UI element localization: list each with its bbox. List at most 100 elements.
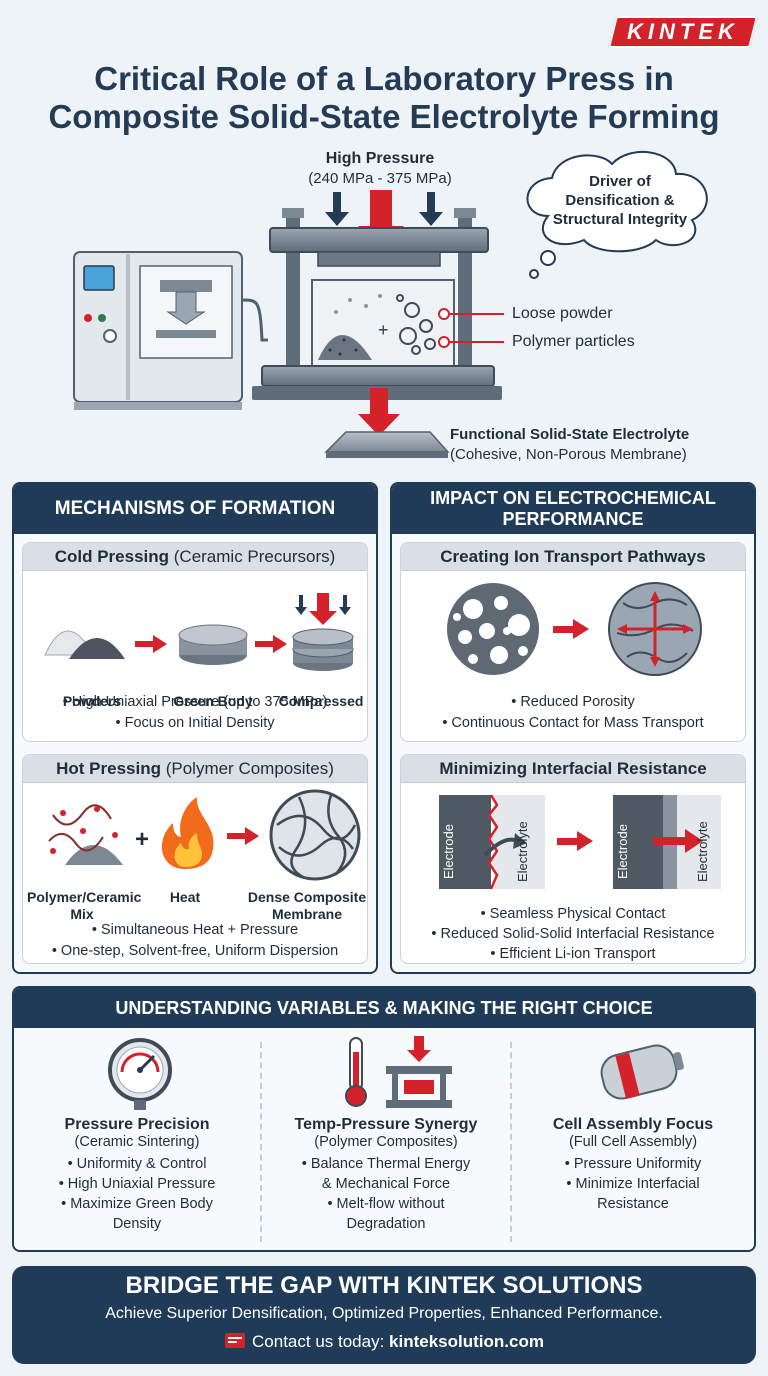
pressure-gauge-icon <box>108 1038 172 1110</box>
column-subtitle: (Polymer Composites) <box>314 1134 458 1150</box>
bullet: • High Uniaxial Pressure (up to 375 MPa) <box>62 694 328 710</box>
electrode-label-after: Electrode <box>615 824 630 880</box>
column-cell-assembly-focus: Cell Assembly Focus (Full Cell Assembly)… <box>518 1116 748 1214</box>
title-line-2: Composite Solid-State Electrolyte Formin… <box>48 98 720 135</box>
ion-transport-bullets: • Reduced Porosity • Continuous Contact … <box>400 692 746 734</box>
cold-pressing-bullets: • High Uniaxial Pressure (up to 375 MPa)… <box>22 692 368 734</box>
bullet: • Minimize Interfacial <box>566 1176 700 1192</box>
cold-pressing-card: Cold Pressing (Ceramic Precursors) <box>22 542 368 742</box>
label-compressed: Compressed <box>278 693 364 709</box>
label-heat: Heat <box>169 889 201 905</box>
interfacial-resistance-title: Minimizing Interfacial Resistance <box>401 755 745 783</box>
green-body-icon <box>178 624 248 665</box>
dense-membrane-icon <box>269 789 361 881</box>
hot-pressing-title: Hot Pressing (Polymer Composites) <box>23 755 367 783</box>
compressed-stack-icon <box>292 593 354 671</box>
arrow-right-icon <box>557 831 593 851</box>
arrow-right-icon <box>135 635 167 653</box>
bullet: • Seamless Physical Contact <box>480 906 666 922</box>
bullet: & Mechanical Force <box>321 1176 451 1192</box>
mechanisms-header: MECHANISMS OF FORMATION <box>14 484 376 534</box>
column-temp-pressure-synergy: Temp-Pressure Synergy (Polymer Composite… <box>268 1116 504 1234</box>
column-title: Pressure Precision <box>64 1116 210 1133</box>
cold-pressing-title: Cold Pressing (Ceramic Precursors) <box>23 543 367 571</box>
contact-link[interactable]: kinteksolution.com <box>389 1332 544 1351</box>
bullet: Degradation <box>346 1216 426 1232</box>
contact-prefix: Contact us today: <box>252 1332 390 1351</box>
bullet: • Efficient Li-ion Transport <box>490 946 656 962</box>
footer-banner <box>12 1266 756 1364</box>
cloud-line-3: Structural Integrity <box>552 211 688 228</box>
variables-panel: UNDERSTANDING VARIABLES & MAKING THE RIG… <box>12 986 756 1252</box>
porous-structure-icon <box>447 583 539 675</box>
interface-diagram <box>439 794 721 890</box>
cloud-text: Driver of Densification & Structural Int… <box>540 172 700 229</box>
mechanisms-panel: MECHANISMS OF FORMATION Cold Pressing (C… <box>12 482 378 974</box>
bullet: • Pressure Uniformity <box>564 1156 702 1172</box>
column-bullets: • Uniformity & Control • High Uniaxial P… <box>24 1154 250 1234</box>
interface-bullets: • Seamless Physical Contact • Reduced So… <box>400 904 746 964</box>
callout-polymer-line <box>438 336 504 348</box>
callout-loose-powder: Loose powder <box>512 305 613 322</box>
title-line-1: Critical Role of a Laboratory Press in <box>94 60 674 97</box>
callout-powder-line <box>438 308 504 320</box>
bullet: Resistance <box>597 1196 669 1212</box>
bullet: • Reduced Solid-Solid Interfacial Resist… <box>431 926 715 942</box>
bullet: • Continuous Contact for Mass Transport <box>442 715 704 731</box>
bullet: • Balance Thermal Energy <box>301 1156 471 1172</box>
callout-polymer-particles: Polymer particles <box>512 333 635 350</box>
seamless-interface-icon <box>613 795 721 889</box>
electrolyte-label-before: Electrolyte <box>515 821 530 883</box>
press-control-cabinet <box>73 251 268 410</box>
footer-contact: Contact us today: kinteksolution.com <box>12 1332 756 1352</box>
hydraulic-press-frame <box>252 208 502 400</box>
label-dense-composite-membrane: Dense Composite Membrane <box>247 889 367 922</box>
cold-pressing-diagram <box>44 593 354 671</box>
hot-pressing-card: Hot Pressing (Polymer Composites) + <box>22 754 368 964</box>
column-title: Cell Assembly Focus <box>552 1116 714 1133</box>
hero-press-illustration: + <box>73 150 708 458</box>
electrode-label-before: Electrode <box>441 824 456 880</box>
output-subtitle: (Cohesive, Non-Porous Membrane) <box>450 446 687 463</box>
footer-title: BRIDGE THE GAP WITH KINTEK SOLUTIONS <box>125 1272 643 1299</box>
impact-panel: IMPACT ON ELECTROCHEMICAL PERFORMANCE Cr… <box>390 482 756 974</box>
variables-icons <box>108 1036 684 1110</box>
pressure-range: (240 MPa - 375 MPa) <box>308 170 452 187</box>
battery-cell-icon <box>600 1044 684 1100</box>
column-title: Temp-Pressure Synergy <box>294 1116 478 1133</box>
column-divider <box>260 1042 262 1242</box>
interfacial-resistance-card: Minimizing Interfacial Resistance Electr… <box>400 754 746 964</box>
brand-logo: KINTEK <box>627 19 739 44</box>
column-pressure-precision: Pressure Precision (Ceramic Sintering) •… <box>24 1116 250 1234</box>
label-powders: Powders <box>62 693 122 709</box>
thermometer-icon <box>345 1037 367 1107</box>
flame-icon <box>161 797 214 869</box>
output-arrow-icon <box>358 388 400 436</box>
ion-transport-card: Creating Ion Transport Pathways <box>400 542 746 742</box>
column-subtitle: (Ceramic Sintering) <box>74 1134 200 1150</box>
heated-press-icon <box>386 1036 452 1108</box>
cloud-line-2: Densification & <box>565 192 675 209</box>
ion-transport-diagram <box>447 582 702 676</box>
bullet: • Focus on Initial Density <box>115 715 275 731</box>
hot-pressing-bullets: • Simultaneous Heat + Pressure • One-ste… <box>22 920 368 962</box>
column-bullets: • Pressure Uniformity • Minimize Interfa… <box>518 1154 748 1214</box>
impact-header: IMPACT ON ELECTROCHEMICAL PERFORMANCE <box>392 484 754 534</box>
thought-cloud <box>526 150 708 279</box>
page-title: Critical Role of a Laboratory Press in C… <box>20 60 748 136</box>
footer-subtitle: Achieve Superior Densification, Optimize… <box>105 1305 663 1322</box>
variables-header: UNDERSTANDING VARIABLES & MAKING THE RIG… <box>14 988 754 1028</box>
bullet: • Uniformity & Control <box>67 1156 207 1172</box>
arrow-right-icon <box>227 827 259 845</box>
small-down-arrow-icon <box>325 192 349 226</box>
polymer-particles-icon <box>396 294 436 355</box>
dense-pathway-icon <box>608 582 702 676</box>
powders-icon <box>44 630 125 659</box>
small-down-arrow-icon <box>419 192 443 226</box>
svg-text:+: + <box>378 320 389 340</box>
ion-transport-title: Creating Ion Transport Pathways <box>401 543 745 571</box>
bullet: • Melt-flow without <box>327 1196 445 1212</box>
bullet: • Simultaneous Heat + Pressure <box>91 922 299 938</box>
arrow-right-icon <box>255 635 287 653</box>
column-divider <box>510 1042 512 1242</box>
